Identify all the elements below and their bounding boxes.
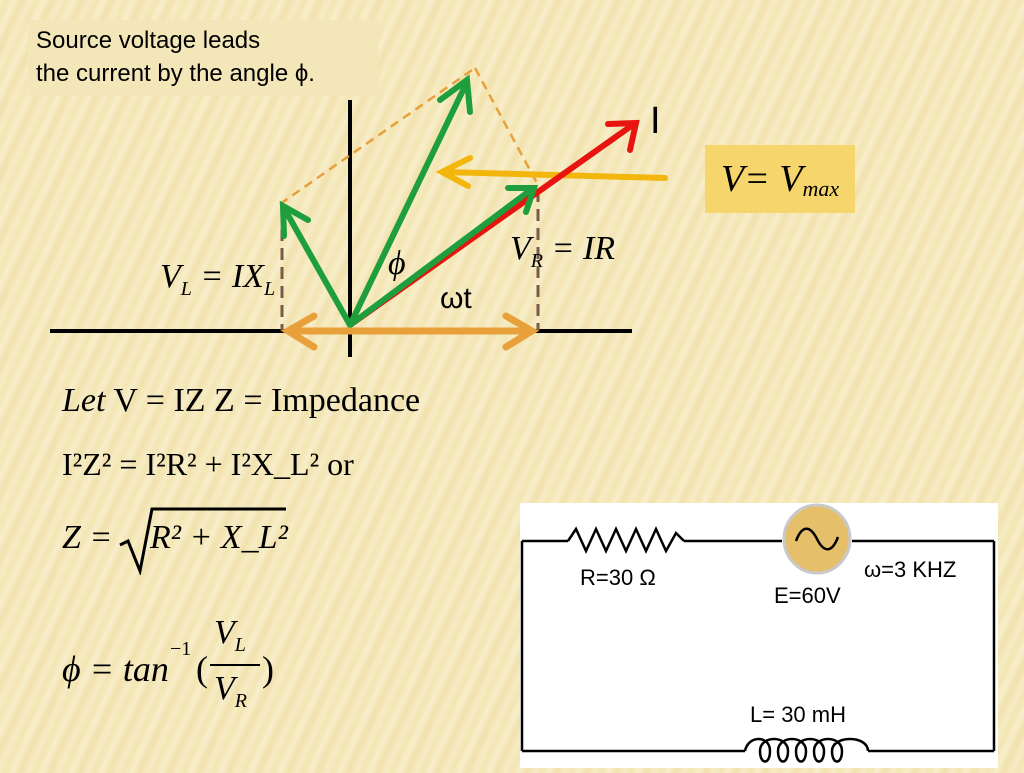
eq2-text: I²Z² = I²R² + I²X_L² or	[62, 446, 354, 482]
vr-subscript: R	[530, 250, 543, 272]
ac-source	[782, 503, 852, 575]
eq3-radicand: R² + X_L²	[150, 519, 288, 556]
frequency-label: ω=3 KHZ	[864, 557, 957, 582]
let-word: Let	[62, 382, 106, 419]
omega-t-arrow	[281, 312, 539, 351]
eq4-den-sub: R	[234, 690, 247, 712]
vl-subscript: L	[180, 278, 192, 300]
vr-rhs: = IR	[543, 230, 616, 267]
eq4-den-v: V	[214, 670, 235, 707]
vmax-v: V	[720, 158, 745, 200]
vl-symbol: V	[160, 258, 181, 295]
eq4-numerator: VL	[214, 614, 246, 656]
circuit-panel: R=30 Ω E=60V ω=3 KHZ L= 30 mH	[520, 503, 998, 768]
eq4-superscript: −1	[170, 638, 192, 660]
vr-equation: VR = IR	[510, 230, 616, 272]
vmax-subscript: max	[802, 176, 840, 201]
equation-z-sqrt: Z = R² + X_L²	[62, 505, 302, 575]
resistor-label: R=30 Ω	[580, 565, 656, 590]
equation-squared: I²Z² = I²R² + I²X_L² or	[62, 446, 354, 483]
vr-symbol: V	[510, 230, 531, 267]
dashed-parallelogram	[279, 66, 540, 206]
eq4-denominator: VR	[214, 670, 247, 712]
vl-rhs: = IX	[191, 258, 264, 295]
caption-box: Source voltage leads the current by the …	[28, 20, 378, 96]
sqrt-sign	[119, 507, 286, 575]
phasor-diagram	[50, 66, 668, 357]
vl-equation: VL = IXL	[160, 258, 275, 300]
caption-line-2: the current by the angle ϕ.	[36, 60, 315, 87]
inductor-label: L= 30 mH	[750, 702, 846, 727]
eq4-num-v: V	[214, 614, 235, 651]
fraction-bar	[210, 664, 260, 666]
equation-phi-arctan: ϕ = tan −1 ( VL VR )	[62, 612, 322, 722]
equation-impedance-definition: Let V = IZ Z = Impedance	[62, 382, 420, 420]
caption-line-1: Source voltage leads	[36, 27, 261, 54]
resistor-zigzag	[566, 525, 685, 555]
inductor-coil	[743, 737, 870, 763]
voltage-phasor-arrows	[279, 74, 539, 328]
circuit-diagram	[520, 503, 996, 763]
eq4-open-paren: (	[196, 649, 208, 689]
eq4-num-sub: L	[234, 634, 246, 656]
eq1-body: V = IZ Z = Impedance	[105, 382, 421, 419]
eq4-close-paren: )	[262, 649, 274, 689]
current-label: I	[650, 100, 661, 142]
vl-rhs-subscript: L	[263, 278, 276, 300]
source-voltage-label: E=60V	[774, 583, 841, 608]
source-voltage-arrow	[435, 155, 668, 189]
omega-t-label: ωt	[440, 282, 472, 315]
phi-angle-label: ϕ	[388, 245, 406, 282]
eq4-lhs: ϕ = tan	[62, 649, 169, 689]
eq3-lhs: Z =	[62, 519, 113, 556]
vmax-eq: = V	[744, 158, 803, 200]
